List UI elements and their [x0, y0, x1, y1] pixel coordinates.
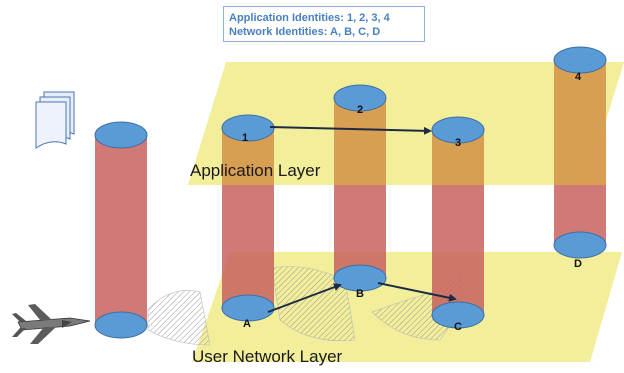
drone-icon [12, 304, 91, 344]
coverage-region-left [147, 290, 211, 346]
cylinder-3-c [431, 116, 485, 329]
cylinder-4-d [553, 46, 607, 259]
arrow-b-to-c [377, 282, 457, 302]
node-label-3: 3 [455, 137, 461, 149]
standalone-cylinder [94, 121, 148, 339]
application-identities-text: Application Identities: 1, 2, 3, 4 [229, 12, 390, 24]
arrow-1-to-3 [269, 126, 432, 135]
application-layer-plane [188, 62, 624, 185]
node-label-4: 4 [575, 71, 582, 83]
node-label-c: C [454, 321, 462, 333]
cylinder-1-a [221, 114, 275, 322]
application-layer-label: Application Layer [190, 161, 321, 180]
network-layer-label: User Network Layer [192, 347, 343, 366]
node-label-b: B [356, 288, 364, 300]
document-stack-icon [35, 91, 75, 149]
node-label-d: D [574, 258, 582, 270]
node-label-2: 2 [357, 104, 363, 116]
identities-legend: Application Identities: 1, 2, 3, 4 Netwo… [223, 6, 425, 42]
network-identities-text: Network Identities: A, B, C, D [229, 26, 381, 38]
arrow-a-to-b [267, 283, 342, 313]
node-label-a: A [243, 318, 251, 330]
node-label-1: 1 [242, 132, 248, 144]
